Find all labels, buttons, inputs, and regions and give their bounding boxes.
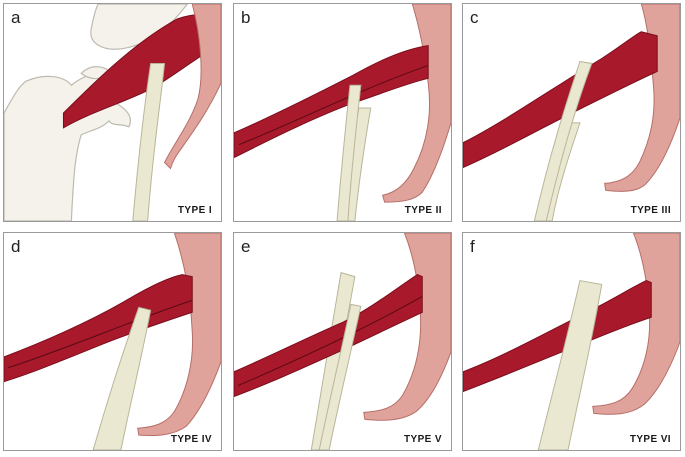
sciatic-nerve xyxy=(537,279,603,450)
piriformis-muscle xyxy=(4,274,193,383)
type-label: TYPE V xyxy=(404,434,442,445)
panel-type-2: b TYPE II xyxy=(233,3,452,222)
type-label: TYPE II xyxy=(404,205,442,216)
type-6-illustration xyxy=(463,233,680,450)
panel-letter: d xyxy=(11,237,21,256)
panel-type-4: d TYPE IV xyxy=(3,232,222,451)
type-2-illustration xyxy=(234,4,451,221)
panel-type-3: c TYPE III xyxy=(462,3,681,222)
panel-letter: c xyxy=(470,8,479,27)
pink-nerve-band xyxy=(137,233,221,437)
sciatic-nerve xyxy=(132,62,166,221)
sciatic-nerve xyxy=(92,306,152,450)
panel-type-5: e TYPE V xyxy=(233,232,452,451)
panel-letter: b xyxy=(241,8,251,27)
type-label: TYPE I xyxy=(177,205,212,216)
type-4-illustration xyxy=(4,233,221,450)
piriformis-muscle xyxy=(62,14,221,129)
type-label: TYPE IV xyxy=(170,434,212,445)
piriformis-muscle xyxy=(463,31,658,169)
panel-type-1: a TYPE I xyxy=(3,3,222,222)
pink-nerve-band xyxy=(604,4,680,192)
type-label: TYPE III xyxy=(630,205,671,216)
type-3-illustration xyxy=(463,4,680,221)
sciatic-nerve-upper-division xyxy=(336,84,362,221)
sciatic-nerve-upper-division xyxy=(533,60,593,221)
pink-nerve-band xyxy=(382,4,451,203)
panel-type-6: f TYPE VI xyxy=(462,232,681,451)
panel-letter: e xyxy=(241,237,251,256)
piriformis-muscle xyxy=(234,45,429,159)
panel-letter: f xyxy=(470,237,475,256)
type-label: TYPE VI xyxy=(629,434,671,445)
pink-nerve-band xyxy=(163,4,221,170)
panel-letter: a xyxy=(11,8,21,27)
type-5-illustration xyxy=(234,233,451,450)
sciatic-nerve-lower-division xyxy=(318,303,362,450)
type-1-illustration xyxy=(4,4,221,221)
piriformis-muscle xyxy=(463,280,652,393)
piriformis-muscle xyxy=(234,274,423,398)
